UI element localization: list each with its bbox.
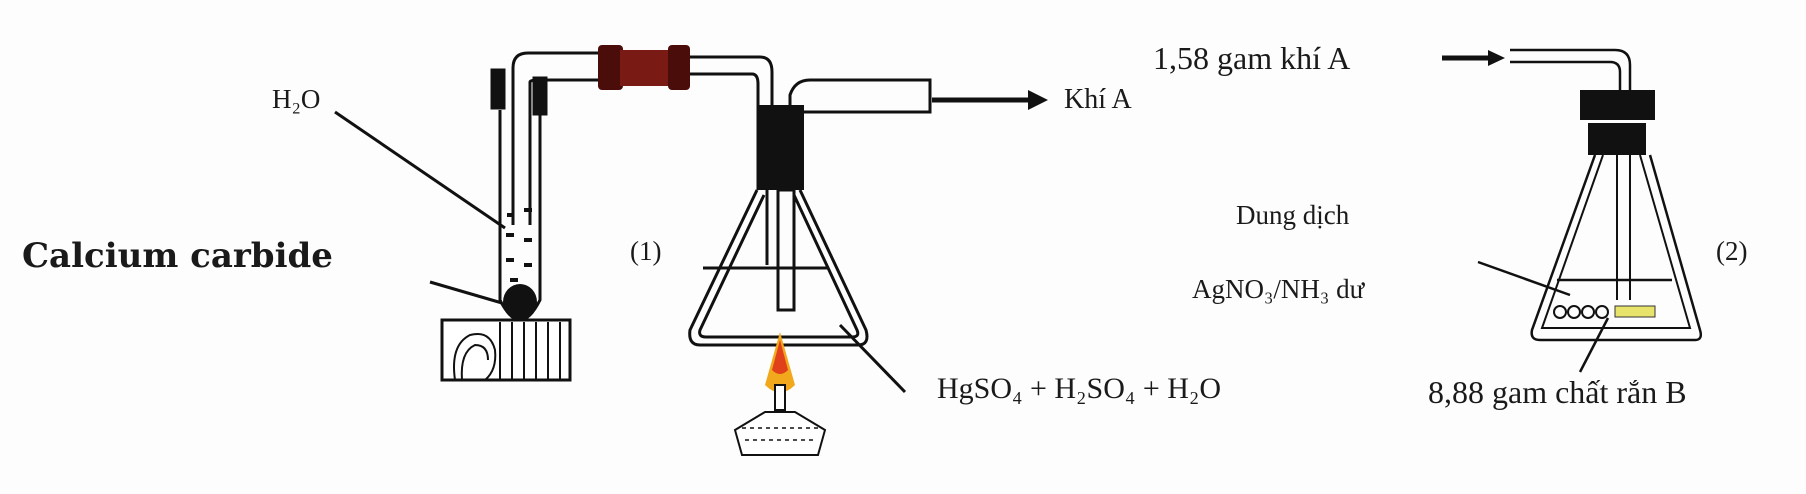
catalyst-mix-label: HgSO₄ + H₂SO₄ + H₂O bbox=[937, 372, 1222, 405]
solution-label-line1: Dung dịch bbox=[1236, 200, 1350, 230]
carbide-pointer-line bbox=[429, 280, 503, 305]
solution-label-line2: AgNO₃/NH₃ dư bbox=[1192, 274, 1365, 304]
gas-in-label: 1,58 gam khí A bbox=[1153, 40, 1351, 76]
flask-1 bbox=[688, 78, 932, 394]
wood-block bbox=[440, 318, 572, 382]
solid-pointer-line bbox=[1578, 317, 1610, 373]
solution-pointer-line bbox=[1477, 260, 1571, 297]
rubber-connector bbox=[598, 45, 690, 90]
delivery-tube-1 bbox=[511, 51, 774, 225]
gas-out-label: Khí A bbox=[1064, 84, 1132, 115]
flask-2 bbox=[1477, 90, 1703, 373]
solid-product-label: 8,88 gam chất rắn B bbox=[1428, 374, 1687, 410]
burner bbox=[733, 332, 827, 456]
delivery-tube-2 bbox=[1510, 48, 1632, 95]
precipitate-b bbox=[1553, 305, 1656, 319]
flask-1-label: (1) bbox=[630, 236, 662, 266]
catalyst-pointer-line bbox=[838, 323, 907, 394]
water-pointer-line bbox=[334, 110, 506, 230]
calcium-carbide-lump bbox=[503, 284, 537, 320]
water-label: H₂O bbox=[272, 84, 321, 114]
flask-2-label: (2) bbox=[1716, 236, 1748, 266]
calcium-carbide-label: Calcium carbide bbox=[22, 236, 333, 276]
test-tube bbox=[490, 68, 548, 322]
